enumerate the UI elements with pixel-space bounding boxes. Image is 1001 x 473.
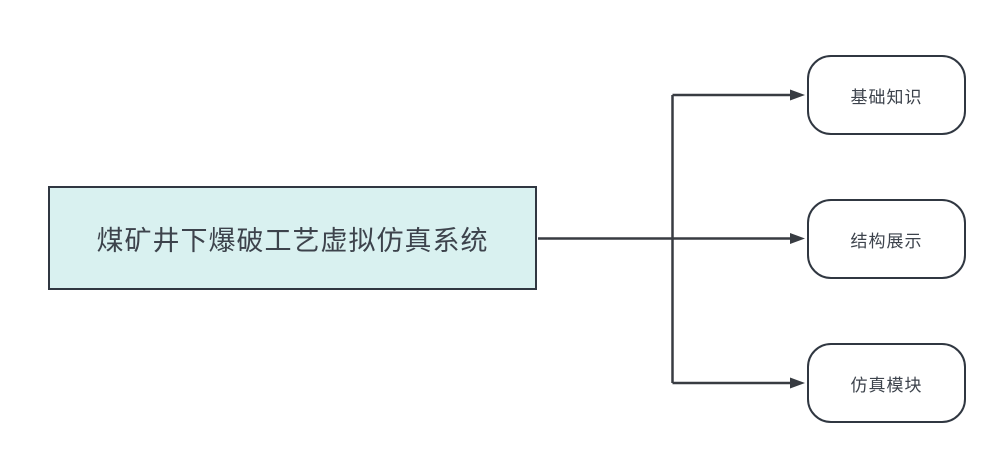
arrowhead-top-icon: [790, 89, 805, 101]
node-simulation-module-label: 仿真模块: [850, 375, 923, 395]
node-basic-knowledge: 基础知识: [807, 55, 966, 135]
arrowhead-middle-icon: [790, 233, 805, 244]
node-root-label: 煤矿井下爆破工艺虚拟仿真系统: [96, 225, 489, 256]
arrowhead-bottom-icon: [790, 377, 805, 389]
node-basic-knowledge-label: 基础知识: [850, 87, 923, 107]
node-structure-display-label: 结构展示: [850, 231, 923, 251]
node-simulation-module: 仿真模块: [807, 343, 966, 423]
node-structure-display: 结构展示: [807, 199, 966, 279]
node-root-system: 煤矿井下爆破工艺虚拟仿真系统: [48, 186, 537, 290]
